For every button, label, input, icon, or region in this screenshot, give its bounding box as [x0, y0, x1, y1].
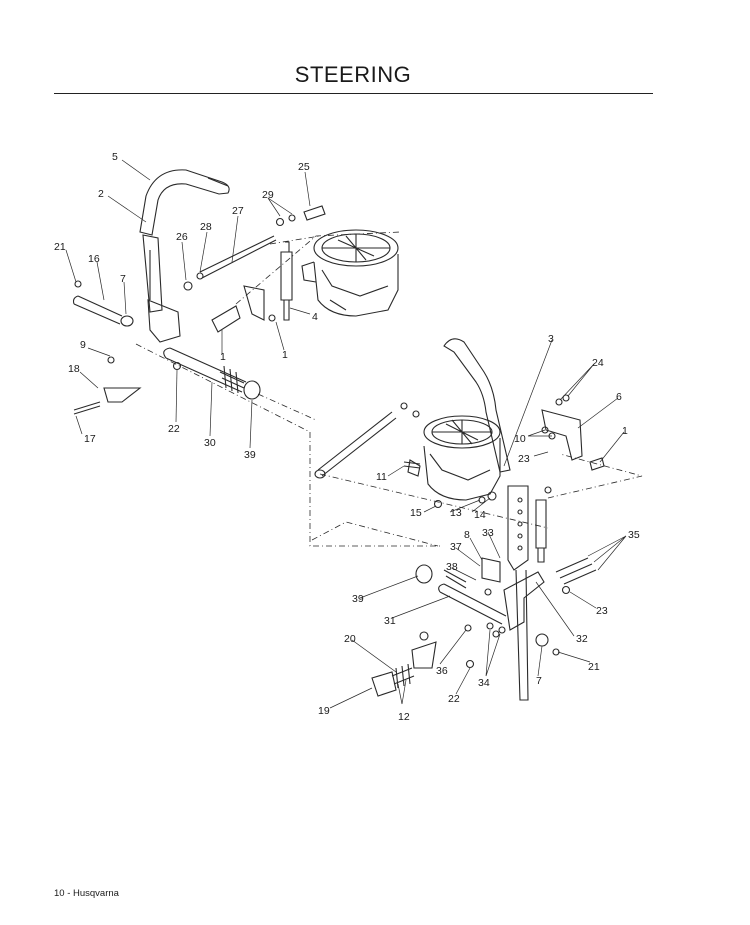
diagram-linework — [65, 159, 643, 709]
right-main-tube — [438, 583, 507, 625]
callout-2: 2 — [98, 188, 104, 200]
callout-10: 10 — [514, 433, 526, 445]
callout-18: 18 — [68, 363, 80, 375]
callout-4: 4 — [312, 311, 318, 323]
callout-30: 30 — [204, 437, 216, 449]
left-damper — [280, 251, 293, 321]
right-control-arm — [507, 485, 529, 571]
callout-25: 25 — [298, 161, 310, 173]
left-main-tube — [163, 347, 247, 393]
callout-23a: 23 — [518, 453, 530, 465]
callout-7b: 7 — [536, 675, 542, 687]
callout-3: 3 — [548, 333, 554, 345]
callout-9: 9 — [80, 339, 86, 351]
left-link-rod — [199, 235, 277, 279]
callout-14: 14 — [474, 509, 486, 521]
callout-12: 12 — [398, 711, 410, 723]
callout-33: 33 — [482, 527, 494, 539]
left-pivot-shaft — [72, 295, 123, 325]
assembly-guide-lines — [135, 231, 643, 547]
callout-labels: 5 2 21 16 7 26 28 27 29 25 4 1 1 9 18 17… — [54, 151, 640, 723]
callout-5: 5 — [112, 151, 118, 163]
callout-28: 28 — [200, 221, 212, 233]
callout-1b: 1 — [220, 351, 226, 363]
callout-38: 38 — [446, 561, 458, 573]
callout-16: 16 — [88, 253, 100, 265]
callout-22a: 22 — [168, 423, 180, 435]
callout-20: 20 — [344, 633, 356, 645]
callout-11: 11 — [376, 471, 387, 483]
page-footer: 10 - Husqvarna — [54, 888, 119, 899]
callout-19: 19 — [318, 705, 330, 717]
callout-29: 29 — [262, 189, 274, 201]
callout-8: 8 — [464, 529, 470, 541]
callout-35: 35 — [628, 529, 640, 541]
callout-7: 7 — [120, 273, 126, 285]
title-rule — [54, 93, 653, 94]
left-transaxle — [301, 229, 399, 317]
callout-1a: 1 — [282, 349, 288, 361]
callout-23b: 23 — [596, 605, 608, 617]
callout-27: 27 — [232, 205, 244, 217]
page-title: STEERING — [294, 62, 412, 87]
right-handle — [443, 338, 511, 473]
callout-leaders — [65, 159, 627, 709]
callout-6: 6 — [616, 391, 622, 403]
callout-21: 21 — [54, 241, 66, 253]
callout-13: 13 — [450, 507, 462, 519]
callout-39a: 39 — [244, 449, 256, 461]
callout-39b: 39 — [352, 593, 364, 605]
callout-15: 15 — [410, 507, 422, 519]
callout-26: 26 — [176, 231, 188, 243]
left-handle — [139, 169, 230, 236]
callout-22b: 22 — [448, 693, 460, 705]
callout-32: 32 — [576, 633, 588, 645]
left-control-arm — [142, 234, 163, 313]
callout-17: 17 — [84, 433, 96, 445]
callout-24: 24 — [592, 357, 604, 369]
callout-1c: 1 — [622, 425, 628, 437]
callout-34: 34 — [478, 677, 490, 689]
right-damper — [535, 499, 547, 563]
callout-21b: 21 — [588, 661, 600, 673]
callout-37: 37 — [450, 541, 462, 553]
right-transaxle — [407, 415, 501, 501]
callout-31: 31 — [384, 615, 396, 627]
callout-36: 36 — [436, 665, 448, 677]
